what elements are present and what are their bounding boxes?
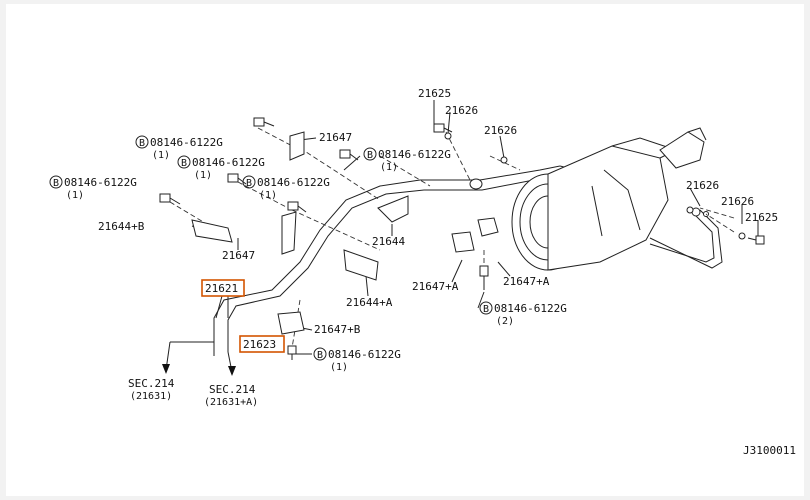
label-21621: 21621 bbox=[205, 282, 238, 295]
clamp-21647-left bbox=[281, 211, 297, 255]
arrow-down-icon bbox=[162, 364, 170, 374]
label-21626-r2: 21626 bbox=[721, 195, 754, 208]
bolt-icon bbox=[253, 117, 275, 127]
section-arrows bbox=[162, 341, 236, 376]
label-sec-right: SEC.214 bbox=[209, 383, 256, 396]
diagram-code: J3100011 bbox=[743, 444, 796, 457]
label-21625-top: 21625 bbox=[418, 87, 451, 100]
bolt-icon bbox=[159, 193, 181, 205]
clamp-21647-top bbox=[289, 131, 305, 161]
bolt-symbol: B bbox=[317, 350, 323, 361]
label-sec-right-sub: (21631+A) bbox=[204, 397, 258, 408]
bolt-icon bbox=[339, 149, 359, 161]
bolt-icon bbox=[479, 265, 489, 290]
label-bolt-f-qty: (2) bbox=[496, 316, 514, 327]
washer-icon bbox=[500, 156, 508, 164]
bolts bbox=[159, 117, 765, 360]
label-21647-left: 21647 bbox=[222, 249, 255, 262]
union-fitting bbox=[469, 178, 483, 190]
clamps-brackets bbox=[191, 131, 499, 335]
label-bolt-d-qty: (1) bbox=[259, 190, 277, 201]
label-21626-mid: 21626 bbox=[484, 124, 517, 137]
labels: B B B B B B B 21625 21626 21626 21647 08… bbox=[53, 87, 796, 457]
label-21623: 21623 bbox=[243, 338, 276, 351]
label-bolt-c: 08146-6122G bbox=[64, 176, 137, 189]
highlight-21623 bbox=[239, 335, 285, 353]
bolt-symbol: B bbox=[53, 178, 59, 189]
label-21626-r1: 21626 bbox=[686, 179, 719, 192]
label-bolt-a-qty: (1) bbox=[152, 150, 170, 161]
bolt-symbol: B bbox=[367, 150, 373, 161]
label-21647-top: 21647 bbox=[319, 131, 352, 144]
label-21647a-left: 21647+A bbox=[412, 280, 459, 293]
diagram-panel bbox=[6, 4, 804, 496]
label-bolt-b-qty: (1) bbox=[194, 170, 212, 181]
label-bolt-e: 08146-6122G bbox=[378, 148, 451, 161]
washer-icon bbox=[686, 206, 694, 214]
bolt-symbol: B bbox=[483, 304, 489, 315]
bolt-symbols bbox=[49, 135, 493, 361]
bolt-icon bbox=[227, 173, 247, 185]
bracket-21644b bbox=[191, 219, 233, 243]
clamp-21647a-right bbox=[477, 217, 499, 237]
solid-leaders bbox=[170, 100, 759, 355]
transmission bbox=[511, 127, 709, 271]
arrow-down-icon bbox=[228, 366, 236, 376]
label-21647b: 21647+B bbox=[314, 323, 361, 336]
bracket-21644a bbox=[343, 249, 379, 281]
label-21647a-right: 21647+A bbox=[503, 275, 550, 288]
tail-housing bbox=[659, 131, 705, 169]
label-21644b: 21644+B bbox=[98, 220, 145, 233]
label-21644a: 21644+A bbox=[346, 296, 393, 309]
label-bolt-f: 08146-6122G bbox=[494, 302, 567, 315]
label-21626-top: 21626 bbox=[445, 104, 478, 117]
bolt-symbol: B bbox=[246, 178, 252, 189]
label-bolt-g: 08146-6122G bbox=[328, 348, 401, 361]
label-bolt-d: 08146-6122G bbox=[257, 176, 330, 189]
label-bolt-e-qty: (1) bbox=[380, 162, 398, 173]
bolt-symbol: B bbox=[139, 138, 145, 149]
washer-icon bbox=[444, 132, 452, 140]
label-bolt-a: 08146-6122G bbox=[150, 136, 223, 149]
bolt-icon bbox=[287, 201, 307, 213]
bolt-icon bbox=[747, 235, 765, 245]
clamp-21647a-left bbox=[451, 231, 475, 253]
label-bolt-c-qty: (1) bbox=[66, 190, 84, 201]
label-bolt-g-qty: (1) bbox=[330, 362, 348, 373]
clamp-21647b bbox=[277, 311, 305, 335]
label-sec-left-sub: (21631) bbox=[130, 391, 172, 402]
bracket-21644 bbox=[377, 195, 409, 223]
washer-icon bbox=[738, 232, 746, 240]
bolt-symbol: B bbox=[181, 158, 187, 169]
label-21625-r: 21625 bbox=[745, 211, 778, 224]
label-bolt-b: 08146-6122G bbox=[192, 156, 265, 169]
label-sec-left: SEC.214 bbox=[128, 377, 175, 390]
label-21644: 21644 bbox=[372, 235, 405, 248]
bolt-icon bbox=[287, 345, 297, 360]
highlight-21621 bbox=[201, 279, 245, 297]
bolt-icon bbox=[433, 123, 453, 133]
